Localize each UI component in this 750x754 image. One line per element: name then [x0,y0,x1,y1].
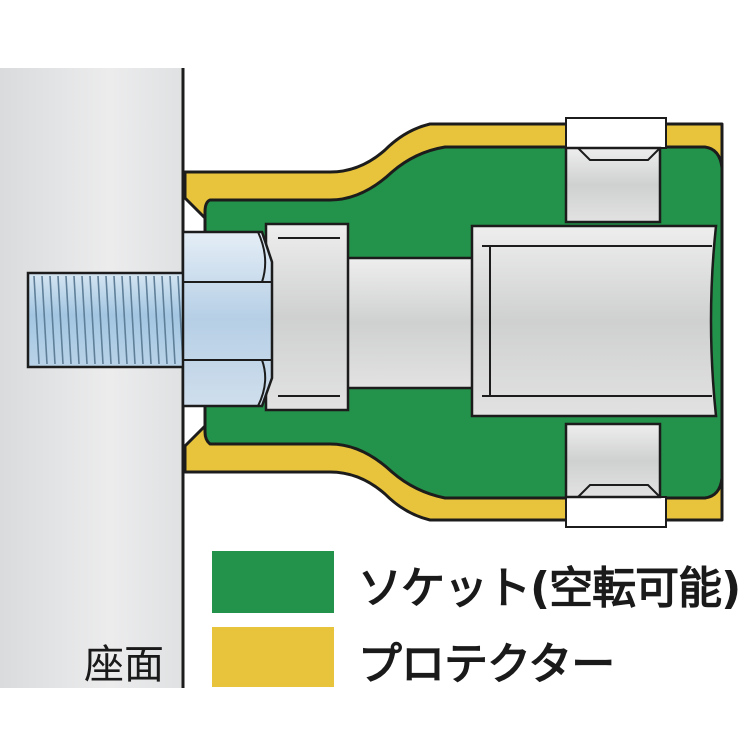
thread-line [153,275,160,365]
seat-label: 座面 [84,642,164,688]
thread-line [97,275,104,365]
nut-chamfer [257,231,267,407]
socket-bore-large [470,224,718,418]
thread-line [161,275,168,365]
thread-line [57,275,64,365]
thread-line [49,275,56,365]
thread-line [145,275,152,365]
legend-swatch-socket [210,549,336,615]
protector-gap-top [565,117,667,149]
thread-line [33,275,40,365]
bearing-notch-top [577,147,661,161]
protector-gap-bottom [565,496,667,528]
thread-line [81,275,88,365]
hex-nut [181,230,274,408]
thread-line [121,275,128,365]
bearing-notch-bottom [577,484,661,498]
thread-line [89,275,96,365]
socket-bore-small [338,256,482,390]
thread-line [73,275,80,365]
legend-swatch-protector [210,625,336,689]
hex-cavity [264,222,350,412]
threaded-bolt [26,271,188,369]
thread-line [41,275,48,365]
thread-line [65,275,72,365]
thread-line [137,275,144,365]
thread-line [129,275,136,365]
bearing-ring-top [564,146,662,224]
seat-wall [0,68,183,688]
thread-line [113,275,120,365]
thread-line [169,275,176,365]
bearing-ring-bottom [564,422,662,499]
legend-label-socket: ソケット(空転可能) [358,563,741,614]
legend-label-protector: プロテクター [358,639,615,690]
thread-line [105,275,112,365]
